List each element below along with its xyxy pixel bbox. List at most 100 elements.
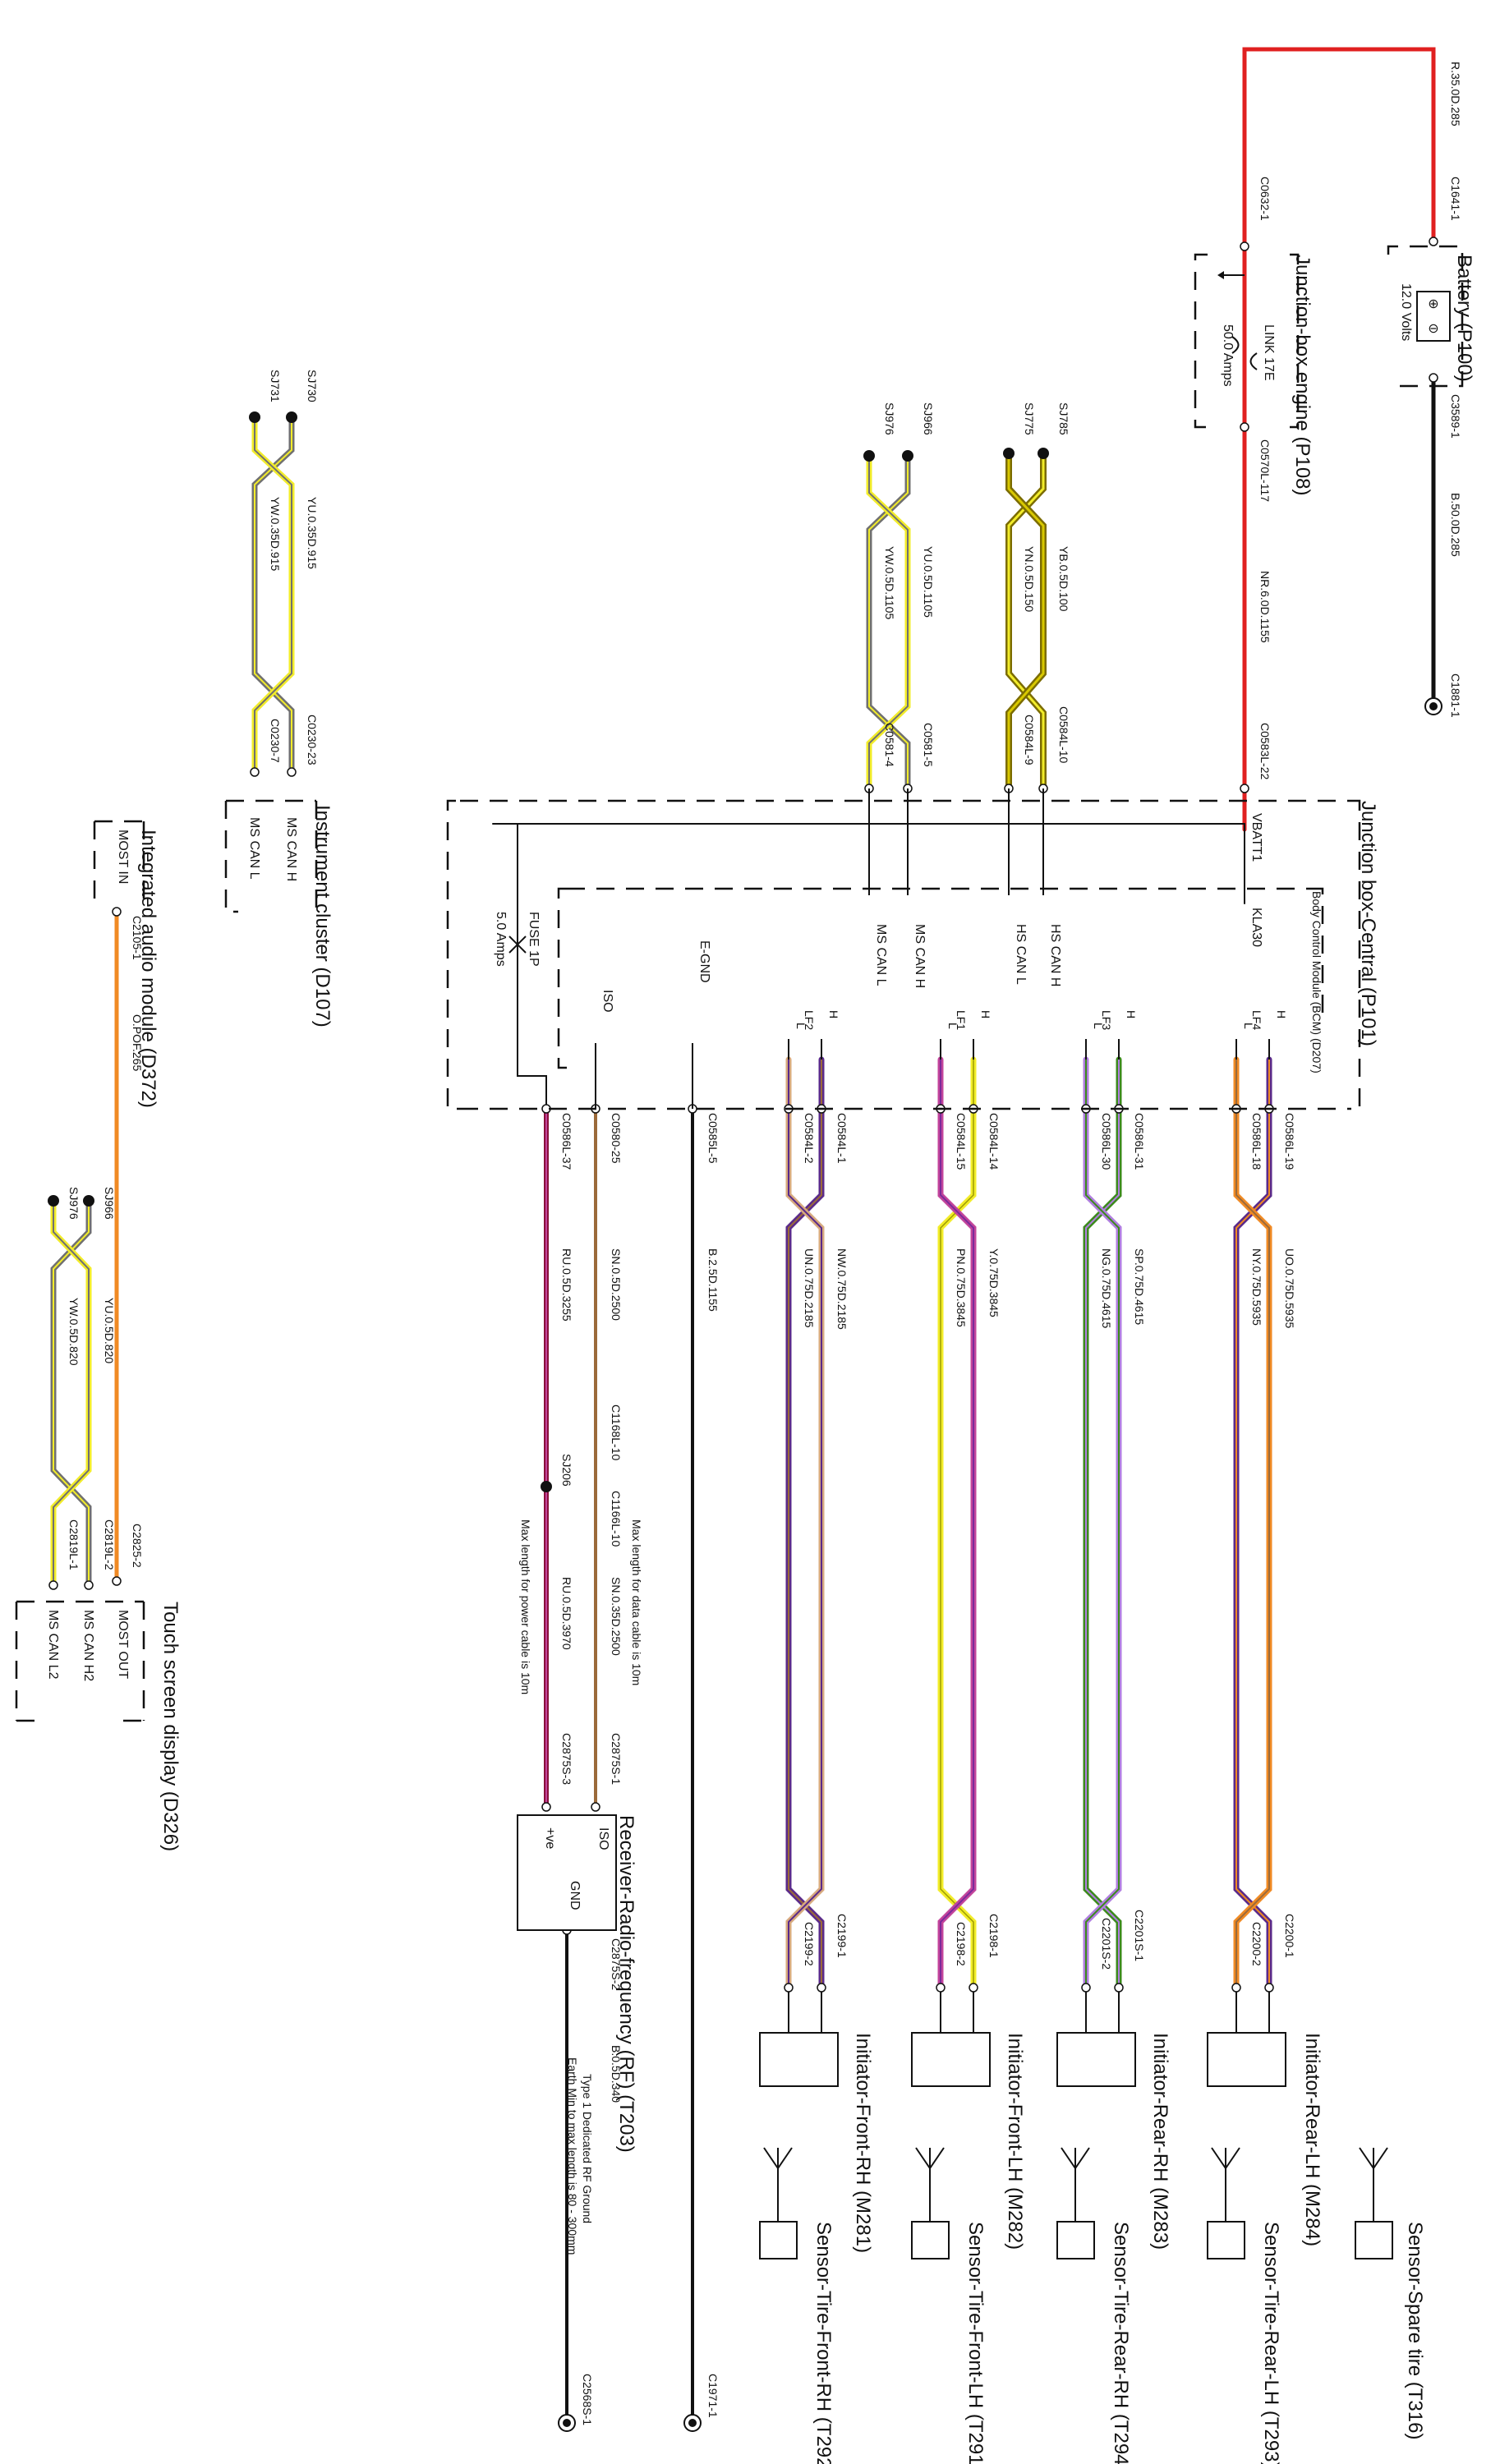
conn-c2825-2: C2825-2 [131, 1524, 144, 1568]
ic-pin-ms-can-l: MS CAN L [247, 817, 261, 880]
conn-c2875s-3: C2875S-3 [560, 1733, 573, 1785]
conn-c0632-1: C0632-1 [1258, 177, 1272, 221]
sensor-spare-box [1355, 2221, 1393, 2259]
pin-iso: ISO [600, 990, 614, 1013]
conn-c0586l-37: C0586L-37 [560, 1113, 573, 1170]
conn-c0586l-19: C0586L-19 [1283, 1113, 1296, 1170]
wire-label-yu05: YU.0.5D.1105 [922, 546, 935, 618]
splice-sj785 [1038, 448, 1049, 459]
wire-lf3-h-core [1085, 1059, 1120, 1988]
sensor-front-lh-box [911, 2221, 950, 2259]
touch-most-out: MOST OUT [116, 1610, 130, 1679]
conn-sj785: SJ785 [1057, 402, 1070, 435]
conn-c0584l-14: C0584L-14 [987, 1113, 1001, 1170]
conn-c1881-1: C1881-1 [1449, 673, 1462, 718]
pin-lf3: LF3 [1100, 1010, 1113, 1030]
wire-label-o-pof: O.POF.265 [131, 1014, 144, 1071]
initiator-rear-lh-title: Initiator-Rear-LH (M284) [1301, 2033, 1323, 2246]
wire-lf1-h-core [940, 1059, 974, 1988]
pin-c2875s-3 [541, 1802, 551, 1812]
wire-label-yb: YB.0.5D.100 [1057, 546, 1070, 612]
wire-label-y075: Y.0.75D.3845 [987, 1248, 1001, 1317]
splice-sj976 [863, 450, 875, 462]
conn-c1168l-10: C1168L-10 [610, 1404, 623, 1460]
jb-engine-rating: 50.0 Amps [1221, 324, 1235, 387]
conn-c0586l-18: C0586L-18 [1250, 1113, 1263, 1170]
pin-c2201s-2 [1081, 1983, 1091, 1993]
conn-c2198-1: C2198-1 [987, 1914, 1001, 1958]
pin-c2199-2 [784, 1983, 794, 1993]
pin-lf3-h: H [1125, 1010, 1138, 1018]
conn-c2201s-2: C2201S-2 [1100, 1918, 1113, 1970]
conn-c0583l-22: C0583L-22 [1258, 723, 1272, 779]
wire-label-yn: YN.0.5D.150 [1023, 546, 1036, 612]
conn-sj775: SJ775 [1023, 402, 1036, 435]
conn-sj206: SJ206 [560, 1454, 573, 1487]
pin-c2200-2 [1231, 1983, 1241, 1993]
pin-ms-can-h: MS CAN H [913, 924, 927, 988]
conn-c2819l-2: C2819L-2 [103, 1519, 116, 1570]
initiator-rear-rh-title: Initiator-Rear-RH (M283) [1149, 2033, 1171, 2250]
instrument-cluster-outline [224, 799, 318, 913]
conn-c1166l-10: C1166L-10 [610, 1491, 623, 1547]
wire-label-b05: B.0.5D.340 [610, 2045, 623, 2103]
wire-label-nw: NW.0.75D.2185 [835, 1248, 849, 1330]
initiator-front-lh-title: Initiator-Front-LH (M282) [1004, 2033, 1026, 2250]
splice-sj966 [902, 450, 913, 462]
conn-c2199-2: C2199-2 [803, 1922, 816, 1966]
receiver-pos: +ve [543, 1827, 557, 1849]
ground-symbols [558, 697, 1442, 2432]
wire-ts-can-l-core [53, 1200, 90, 1586]
pin-lf2: LF2 [803, 1010, 816, 1030]
wire-label-un: UN.0.75D.2185 [803, 1248, 816, 1328]
conn-c2105-1: C2105-1 [131, 916, 144, 960]
sensor-rear-rh-title: Sensor-Tire-Rear-RH (T294) [1110, 2222, 1132, 2464]
pin-c0230-7 [250, 767, 260, 777]
jb-central-kla30: KLA30 [1249, 908, 1263, 947]
conn-c0584l-1: C0584L-1 [835, 1113, 849, 1164]
pin-c0570l [1240, 422, 1249, 432]
wire-hs-can-l-core [1007, 452, 1045, 790]
conn-c0584l-9: C0584L-9 [1023, 715, 1036, 765]
conn-c0584l-15: C0584L-15 [955, 1113, 968, 1170]
jb-central-bcm: Body Control Module (BCM) (D207) [1310, 891, 1323, 1073]
wire-label-b50: B.50.0D.285 [1449, 493, 1462, 557]
wire-label-ny: NY.0.75D.5935 [1250, 1248, 1263, 1326]
pin-hs-can-h: HS CAN H [1048, 924, 1062, 986]
initiator-rear-lh-box [1207, 2032, 1286, 2087]
jb-central-vbatt: VBATT1 [1249, 813, 1263, 862]
initiator-front-lh-box [911, 2032, 991, 2087]
conn-c0584l-2: C0584L-2 [803, 1113, 816, 1164]
note-power-cable: Max length for power cable is 10m [519, 1519, 532, 1694]
ts-pin-ms-can-l2: MS CAN L2 [46, 1610, 60, 1680]
conn-c0586l-31: C0586L-31 [1133, 1113, 1146, 1170]
fuse-label: FUSE 1P [527, 912, 541, 967]
pin-lf1-l: L [946, 1023, 959, 1029]
pin-lf2-h: H [827, 1010, 840, 1018]
pin-c3589 [1429, 373, 1438, 383]
battery-outline [1387, 245, 1464, 388]
ts-pin-ms-can-h2: MS CAN H2 [81, 1610, 95, 1681]
wires-layer [50, 47, 1436, 2425]
splice-sj775 [1003, 448, 1015, 459]
conn-c0586l-30: C0586L-30 [1100, 1113, 1113, 1170]
conn-sj976: SJ976 [883, 402, 896, 435]
note-data-cable: Max length for data cable is 10m [630, 1519, 643, 1685]
conn-sj976b: SJ976 [67, 1187, 81, 1220]
fuse-1p-icon [508, 935, 527, 954]
pin-lf3-l: L [1092, 1023, 1105, 1029]
sensor-antennas [759, 2147, 1393, 2259]
jb-central-outline [446, 799, 1361, 1110]
splice-sj966b [83, 1195, 94, 1207]
wire-label-ng: NG.0.75D.4615 [1100, 1248, 1113, 1328]
pin-hs-can-l: HS CAN L [1014, 924, 1028, 985]
sensor-front-rh-title: Sensor-Tire-Front-RH (T292) [812, 2222, 835, 2464]
pin-c0583l [1240, 784, 1249, 793]
pin-c2198-1 [969, 1983, 978, 1993]
jb-engine-link: LINK 17E [1262, 324, 1276, 380]
pin-c2200-1 [1264, 1983, 1274, 1993]
instrument-cluster-title: Instrument cluster (D107) [311, 805, 334, 1027]
link-fuse-icon [1231, 336, 1258, 370]
wire-label-sn: SN.0.5D.2500 [610, 1248, 623, 1321]
